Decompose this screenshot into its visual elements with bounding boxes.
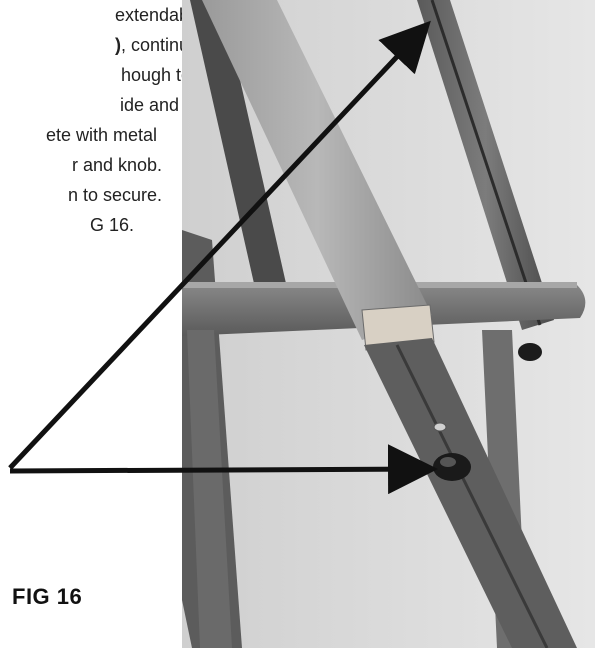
metal-washer bbox=[433, 422, 447, 432]
tray-clamp-knob-icon bbox=[518, 343, 542, 361]
easel-photo bbox=[182, 0, 595, 648]
right-mast-groove bbox=[430, 0, 542, 326]
knob-icon bbox=[433, 453, 471, 481]
instruction-line-1: extendable bbox=[115, 5, 204, 25]
figure-label: FIG 16 bbox=[12, 584, 83, 609]
